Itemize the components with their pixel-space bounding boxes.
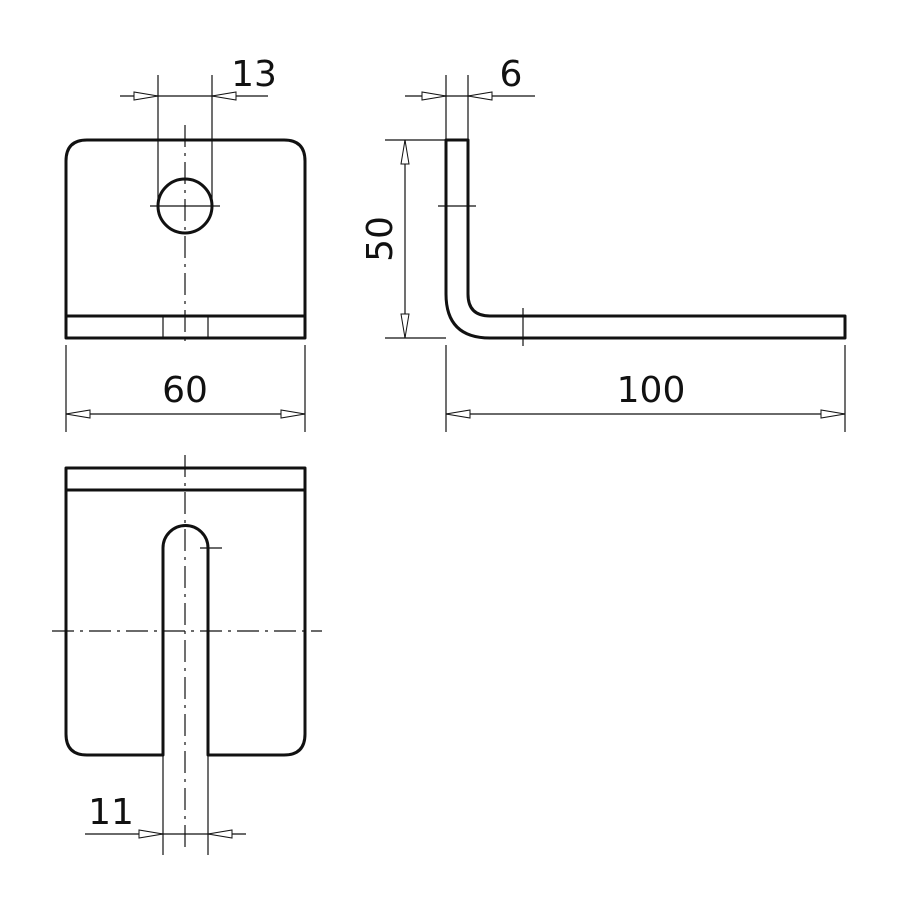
dimension-label: 6 xyxy=(500,54,523,95)
front-view-outline xyxy=(64,138,307,340)
side-view xyxy=(438,138,847,346)
arrowhead xyxy=(138,829,164,839)
dimension-slot-width: 11 xyxy=(85,755,246,855)
side-view-profile xyxy=(444,138,847,340)
arrowhead xyxy=(280,409,306,419)
dimension-label: 13 xyxy=(231,54,277,95)
dimension-thickness: 6 xyxy=(405,54,535,140)
top-view-outline xyxy=(64,466,307,757)
arrowhead xyxy=(400,139,410,165)
front-view xyxy=(64,125,307,345)
dimension-width: 60 xyxy=(65,345,306,432)
dimension-height: 50 xyxy=(360,139,446,339)
top-view xyxy=(52,455,322,852)
dimension-hole-width: 13 xyxy=(120,54,277,206)
dimension-label: 60 xyxy=(162,370,208,411)
arrowhead xyxy=(211,91,237,101)
arrowhead xyxy=(467,91,493,101)
arrowhead xyxy=(421,91,447,101)
arrowhead xyxy=(65,409,91,419)
dimension-label: 100 xyxy=(617,370,686,411)
arrowhead xyxy=(820,409,846,419)
dimension-label: 50 xyxy=(360,216,401,262)
dimension-label: 11 xyxy=(88,792,134,833)
arrowhead xyxy=(133,91,159,101)
dimension-length: 100 xyxy=(445,345,846,432)
arrowhead xyxy=(400,313,410,339)
arrowhead xyxy=(445,409,471,419)
arrowhead xyxy=(207,829,233,839)
